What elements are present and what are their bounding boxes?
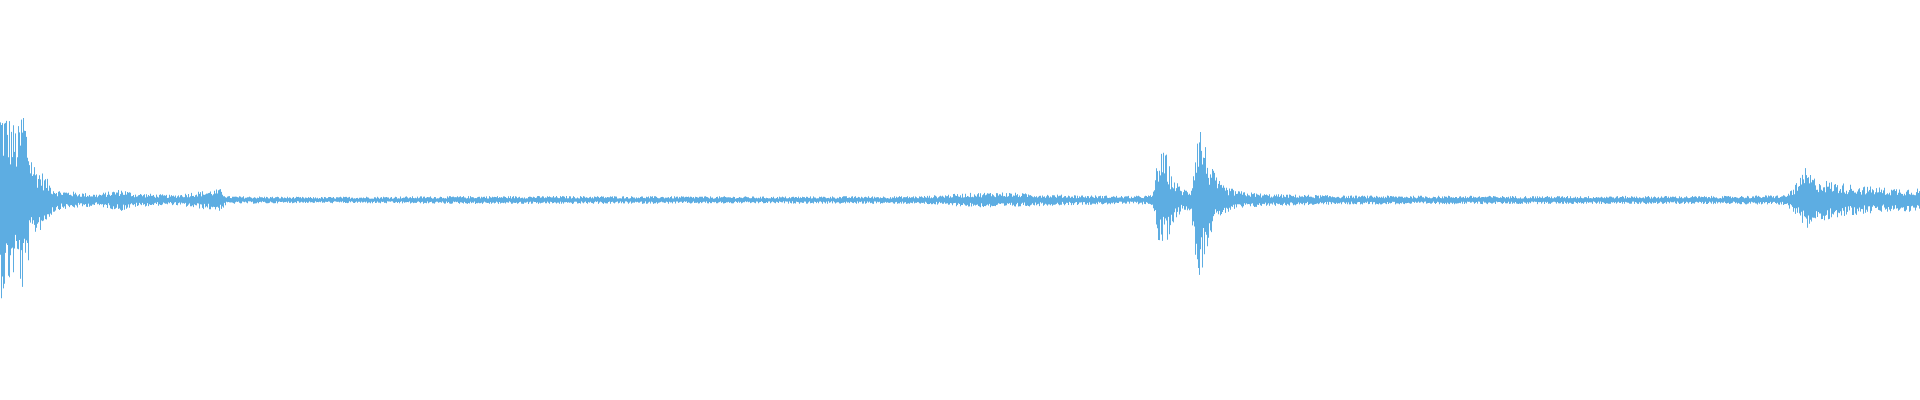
waveform-bars xyxy=(0,118,1920,299)
waveform-path xyxy=(0,118,1920,299)
